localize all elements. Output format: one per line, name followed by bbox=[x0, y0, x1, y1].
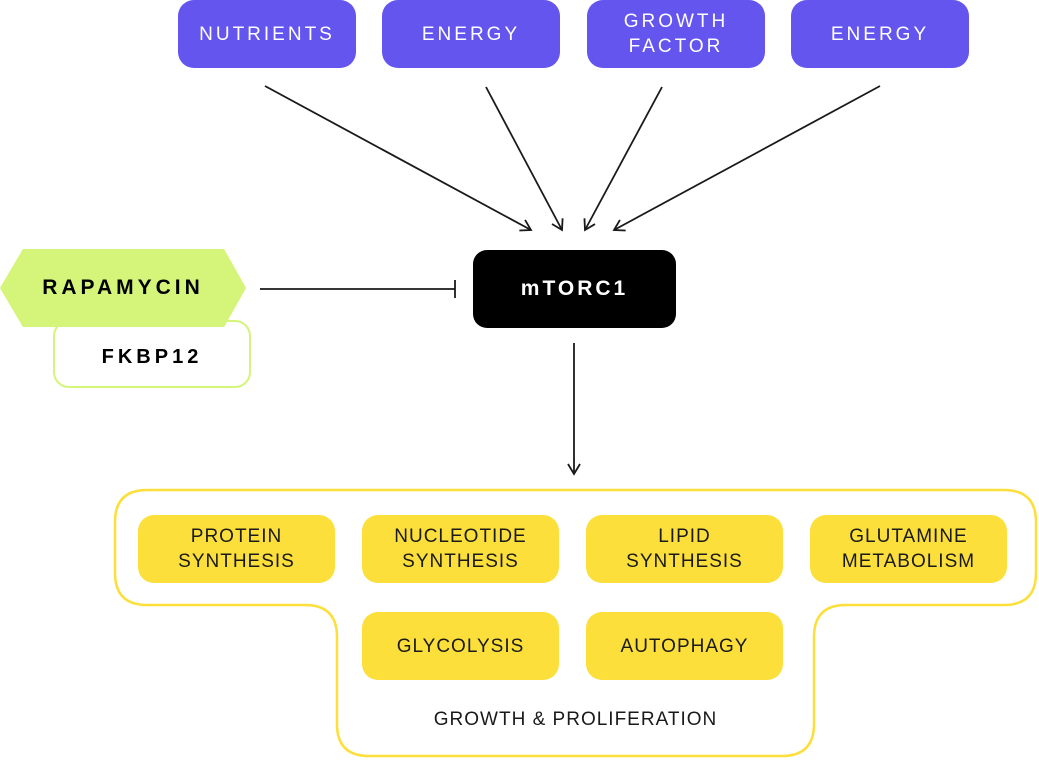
input-nutrients: NUTRIENTS bbox=[178, 0, 356, 68]
arrow-energy-1 bbox=[485, 86, 564, 232]
input-growth-factor-label: GROWTH FACTOR bbox=[623, 11, 729, 57]
output-glycolysis: GLYCOLYSIS bbox=[362, 612, 559, 680]
mtorc1-node: mTORC1 bbox=[473, 250, 676, 328]
output-protein-synthesis-label: PROTEIN SYNTHESIS bbox=[178, 526, 295, 572]
output-lipid-synthesis: LIPID SYNTHESIS bbox=[586, 515, 783, 583]
input-energy-2-label: ENERGY bbox=[830, 23, 930, 45]
output-autophagy: AUTOPHAGY bbox=[586, 612, 783, 680]
output-nucleotide-synthesis-label: NUCLEOTIDE SYNTHESIS bbox=[394, 526, 527, 572]
output-lipid-synthesis-label: LIPID SYNTHESIS bbox=[626, 526, 743, 572]
mtorc1-label: mTORC1 bbox=[520, 277, 629, 300]
output-protein-synthesis: PROTEIN SYNTHESIS bbox=[138, 515, 335, 583]
outcome-outline bbox=[113, 488, 1038, 758]
output-autophagy-label: AUTOPHAGY bbox=[620, 635, 749, 657]
output-glycolysis-label: GLYCOLYSIS bbox=[396, 635, 525, 657]
input-nutrients-label: NUTRIENTS bbox=[199, 23, 335, 45]
output-nucleotide-synthesis: NUCLEOTIDE SYNTHESIS bbox=[362, 515, 559, 583]
fkbp12-label: FKBP12 bbox=[101, 345, 203, 368]
input-growth-factor: GROWTH FACTOR bbox=[587, 0, 765, 68]
arrow-energy-2 bbox=[612, 85, 881, 232]
input-energy-2: ENERGY bbox=[791, 0, 969, 68]
output-glutamine-metabolism-label: GLUTAMINE METABOLISM bbox=[841, 526, 976, 572]
input-energy-1-label: ENERGY bbox=[421, 23, 521, 45]
rapamycin-overlay bbox=[0, 249, 246, 327]
rapamycin-hexagon-top bbox=[0, 249, 246, 327]
rapamycin-node: RAPAMYCIN bbox=[10, 249, 236, 327]
outcome-label: GROWTH & PROLIFERATION bbox=[433, 709, 718, 730]
input-energy-1: ENERGY bbox=[382, 0, 560, 68]
arrow-growth-factor bbox=[583, 86, 663, 232]
rapamycin-label: RAPAMYCIN bbox=[42, 276, 204, 299]
output-glutamine-metabolism: GLUTAMINE METABOLISM bbox=[810, 515, 1007, 583]
arrow-nutrients bbox=[264, 85, 533, 232]
